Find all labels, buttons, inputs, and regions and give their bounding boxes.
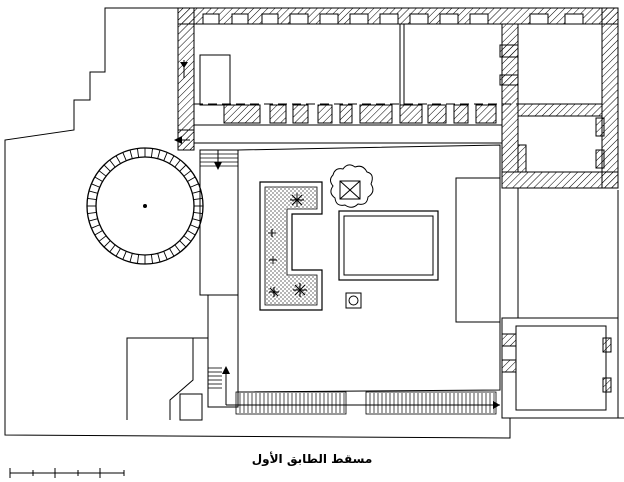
- stair-arrow-down: [214, 162, 222, 170]
- west-annex: [126, 337, 194, 420]
- east-room-inner: [515, 325, 607, 411]
- pool-outer: [338, 210, 439, 281]
- round-tower: [86, 147, 204, 265]
- entry-arrow: [174, 136, 182, 144]
- tower-center-point: [143, 204, 147, 208]
- stair-treads-left: [208, 367, 222, 389]
- planter-inner: [264, 186, 318, 306]
- corridor-left: [199, 149, 239, 408]
- west-annex-small-room: [179, 393, 203, 421]
- side-arrow: [180, 62, 188, 68]
- stair-bottom: [235, 391, 497, 415]
- scale-bar: [9, 468, 125, 478]
- south-wall-segments: [177, 44, 605, 173]
- pool-inner: [343, 215, 434, 276]
- east-hall: [455, 177, 501, 323]
- planter-plants: [268, 193, 307, 297]
- east-room-lower: [501, 317, 619, 419]
- planter-outer: [259, 181, 323, 311]
- fountain-basin: [348, 295, 359, 306]
- drawing-title: مسقط الطابق الأول: [251, 452, 373, 466]
- stair-arrow-right: [493, 401, 500, 409]
- fountain-base: [345, 292, 362, 309]
- top-windows: [202, 13, 584, 25]
- main-building: [177, 7, 619, 189]
- stair-arrow-up: [222, 366, 230, 374]
- east-room-openings: [501, 333, 612, 393]
- stair-treads-bottom: [239, 393, 495, 413]
- tree-symbol: [330, 164, 374, 208]
- site-boundary: [4, 7, 624, 439]
